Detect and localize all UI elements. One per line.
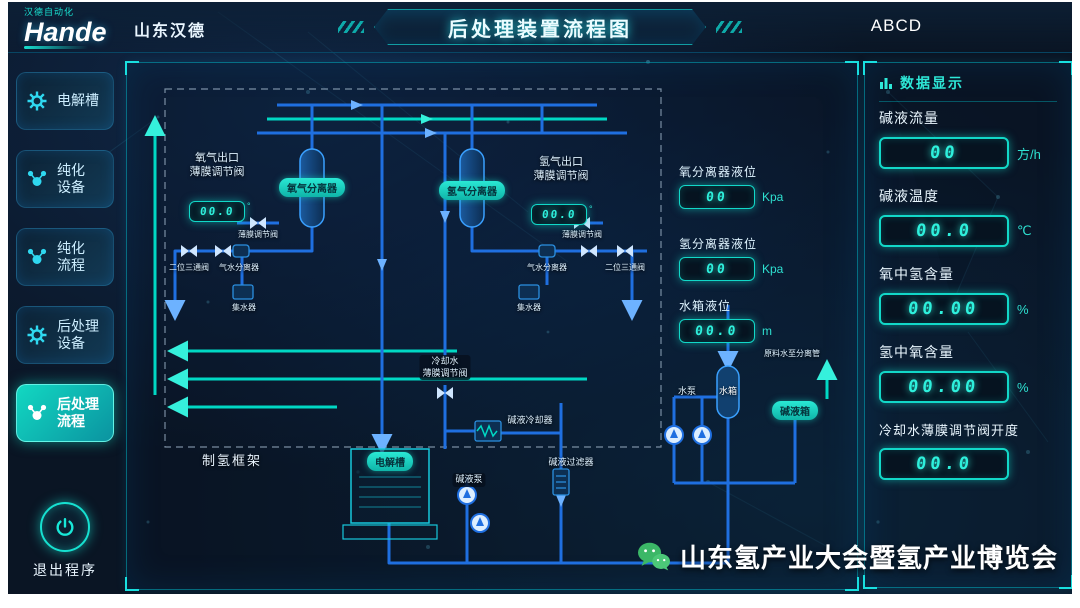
sidebar-item-electrolyzer[interactable]: 电解槽 [16, 72, 114, 130]
water-tank-level: 水箱液位 00.0 m [679, 297, 772, 343]
raw-water-label: 原料水至分离管 [764, 349, 820, 358]
two-way-valve-left-label: 二位三通阀 [169, 263, 209, 272]
oxygen-in-hydrogen-display: 00.00 [879, 371, 1009, 403]
electrolyzer-pill: 电解槽 [367, 452, 413, 471]
data-display-title: 数据显示 [900, 75, 964, 91]
metric-oxygen-in-hydrogen: 氢中氧含量 00.00 % [879, 342, 1057, 403]
hande-logo: 汉德自动化 Hande [24, 5, 107, 49]
water-pump-label: 水泵 [677, 386, 697, 396]
electrolyzer-icon [26, 90, 48, 112]
oxygen-separator-pill: 氧气分离器 [279, 178, 345, 197]
hydrogen-outlet-valve-label: 氢气出口 薄膜调节阀 [533, 156, 589, 183]
lye-temperature-display: 00.0 [879, 215, 1009, 247]
lye-filter-label: 碱液过滤器 [548, 457, 594, 467]
header-bar: 汉德自动化 Hande 山东汉德 后处理装置流程图 ABCD [8, 2, 1072, 53]
sidebar-item-purification-process[interactable]: 纯化 流程 [16, 228, 114, 286]
panel-corner [845, 61, 859, 75]
two-way-valve-right-label: 二位三通阀 [605, 263, 645, 272]
power-icon [56, 518, 74, 536]
event-watermark: 山东氢产业大会暨氢产业博览会 [636, 538, 1058, 575]
wechat-icon [637, 542, 670, 570]
flow-arrows [351, 100, 566, 507]
water-tank-label: 水箱 [718, 386, 738, 396]
metric-hydrogen-in-oxygen: 氧中氢含量 00.00 % [879, 264, 1057, 325]
metric-cooling-valve-opening: 冷却水薄膜调节阀开度 00.0 [879, 420, 1057, 480]
data-display-header: 数据显示 [879, 73, 1057, 102]
header-corner-text: ABCD [870, 16, 922, 35]
company-name: 山东汉德 [134, 23, 207, 40]
title-block: 后处理装置流程图 [338, 9, 742, 45]
logo-subtitle: 汉德自动化 [24, 7, 75, 17]
title-deco-left [338, 21, 364, 33]
data-display-panel: 数据显示 碱液流量 00 方/h 碱液温度 00.0 ℃ 氧中氢含量 00. [863, 61, 1072, 589]
lye-tank-pill: 碱液箱 [772, 401, 818, 420]
hydrogen-level-display: 00 [679, 257, 755, 281]
small-equipment [232, 244, 740, 496]
sidebar-item-postprocess-equipment[interactable]: 后处理 设备 [16, 306, 114, 364]
hydrogen-frame-label: 制氢框架 [201, 453, 263, 468]
hydrogen-frame-outline [164, 88, 662, 448]
metric-lye-flow: 碱液流量 00 方/h [879, 108, 1057, 169]
postprocess-equipment-icon [26, 324, 48, 346]
flow-diagram-panel: 氧气分离器 氢气分离器 碱液箱 电解槽 氧气出口 薄膜调节阀 氢气出口 薄膜调节… [125, 61, 859, 591]
sidebar-item-postprocess-process[interactable]: 后处理 流程 [16, 384, 114, 442]
panel-corner [863, 575, 877, 589]
hydrogen-separator-level: 氢分离器液位 00 Kpa [679, 235, 783, 281]
sidebar-item-purification-equipment[interactable]: 纯化 设备 [16, 150, 114, 208]
exit-block: 退出程序 [33, 502, 97, 580]
gas-water-separator-right-label: 气水分离器 [527, 263, 567, 272]
panel-corner [863, 61, 877, 75]
logo-wordmark: Hande [24, 17, 107, 47]
hydrogen-valve-opening-display: 00.0 ° [531, 204, 593, 225]
blue-pipes [164, 103, 797, 565]
panel-corner [125, 577, 139, 591]
cooling-valve-opening-display: 00.0 [879, 448, 1009, 480]
lye-flow-display: 00 [879, 137, 1009, 169]
title-deco-right [716, 21, 742, 33]
film-valve-left-label: 薄膜调节阀 [238, 230, 278, 239]
panel-corner [845, 577, 859, 591]
film-valve-right-label: 薄膜调节阀 [562, 230, 602, 239]
postprocess-process-icon [27, 404, 47, 421]
collector-left-label: 集水器 [232, 303, 256, 312]
oxygen-separator-level: 氧分离器液位 00 Kpa [679, 163, 783, 209]
sidebar-item-label: 电解槽 [57, 92, 99, 109]
purification-equipment-icon [27, 170, 47, 187]
teal-pipes [144, 115, 838, 418]
piping-svg [144, 88, 838, 565]
panel-corner [1059, 61, 1072, 75]
oxygen-level-display: 00 [679, 185, 755, 209]
process-flow-diagram: 氧气分离器 氢气分离器 碱液箱 电解槽 氧气出口 薄膜调节阀 氢气出口 薄膜调节… [127, 63, 857, 589]
exit-label: 退出程序 [33, 562, 97, 578]
lye-pump-label: 碱液泵 [452, 473, 486, 487]
sidebar-item-label: 纯化 流程 [57, 239, 85, 274]
sidebar-item-label: 纯化 设备 [57, 161, 85, 196]
purification-process-icon [27, 248, 47, 265]
watermark-text: 山东氢产业大会暨氢产业博览会 [679, 543, 1058, 573]
page-title: 后处理装置流程图 [448, 18, 632, 41]
pump-symbols [457, 425, 712, 533]
collector-right-label: 集水器 [517, 303, 541, 312]
sidebar-item-label: 后处理 设备 [57, 317, 99, 352]
page-title-frame: 后处理装置流程图 [374, 9, 706, 45]
bar-chart-icon [880, 78, 892, 89]
metric-lye-temperature: 碱液温度 00.0 ℃ [879, 186, 1057, 247]
oxygen-outlet-valve-label: 氧气出口 薄膜调节阀 [189, 152, 245, 179]
sidebar-nav: 电解槽 纯化 设备 纯化 流程 后处理 设备 后处理 流程 [8, 52, 122, 594]
lye-cooler-label: 碱液冷却器 [507, 415, 553, 425]
water-tank-level-display: 00.0 [679, 319, 755, 343]
gas-water-separator-left-label: 气水分离器 [219, 263, 259, 272]
panel-corner [1059, 575, 1072, 589]
exit-button[interactable] [40, 502, 90, 552]
sidebar-item-label: 后处理 流程 [57, 395, 99, 430]
hydrogen-in-oxygen-display: 00.00 [879, 293, 1009, 325]
hydrogen-separator-pill: 氢气分离器 [439, 181, 505, 200]
scada-app-window: 汉德自动化 Hande 山东汉德 后处理装置流程图 ABCD 电解槽 纯化 设备 [8, 2, 1072, 594]
cooling-water-valve-label: 冷却水 薄膜调节阀 [419, 355, 471, 381]
panel-corner [125, 61, 139, 75]
oxygen-valve-opening-display: 00.0 ° [189, 201, 251, 222]
